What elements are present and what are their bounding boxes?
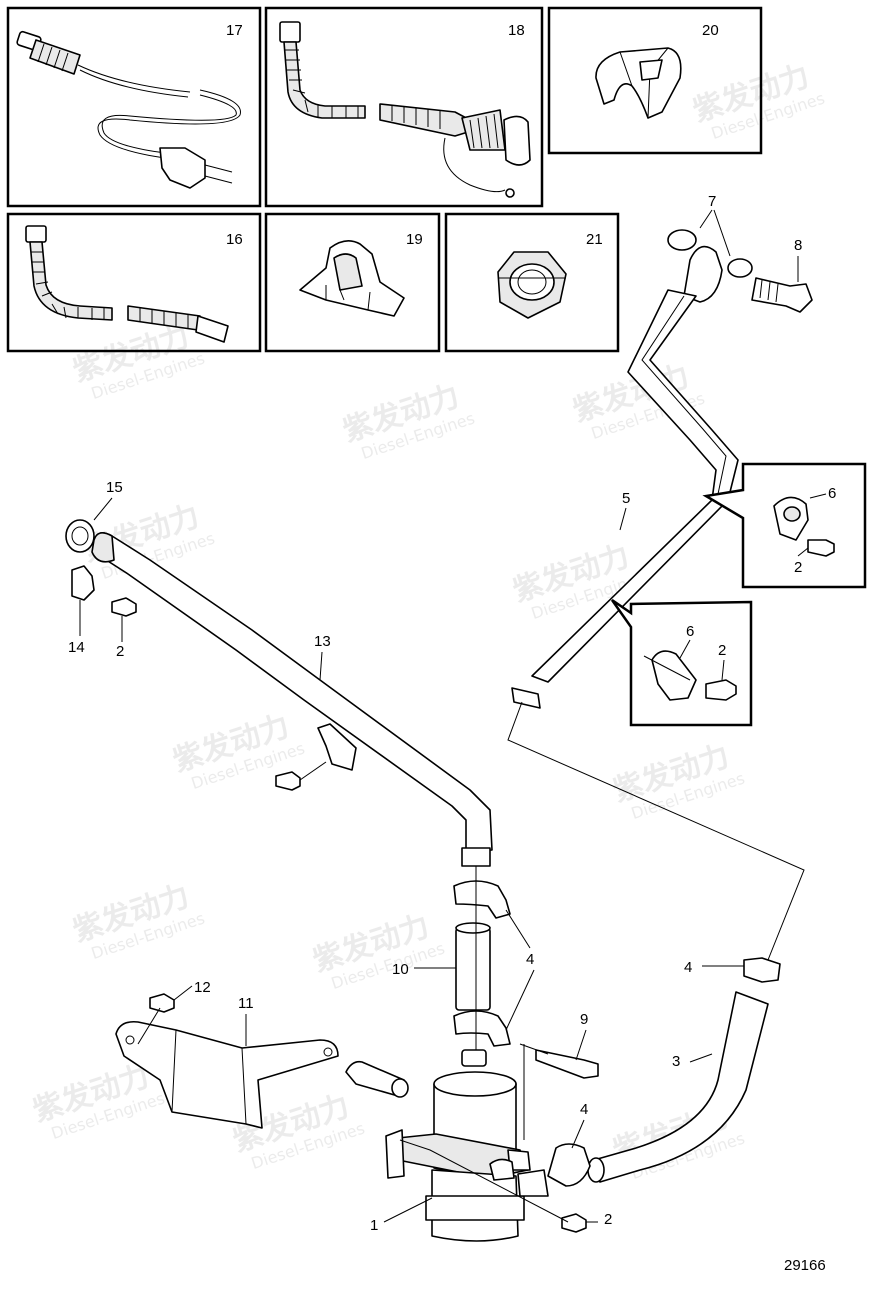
box-number: 16 bbox=[226, 231, 243, 248]
drawing-number: 29166 bbox=[784, 1257, 826, 1274]
callout-3: 3 bbox=[672, 1053, 680, 1070]
pipe-5-assembly bbox=[511, 229, 813, 709]
detail-popout-lower: 6 2 bbox=[610, 598, 753, 727]
detail-box-16: 16 bbox=[6, 212, 262, 353]
bracket-11 bbox=[115, 993, 339, 1129]
seal-ring-15 bbox=[65, 519, 95, 553]
callout-7: 7 bbox=[708, 193, 716, 210]
bolt-2 bbox=[561, 1213, 587, 1233]
detail-box-19: 19 bbox=[264, 212, 441, 353]
detail-box-20: 20 bbox=[547, 6, 763, 155]
bracket bbox=[317, 723, 357, 771]
seal-ring bbox=[667, 229, 697, 251]
callout-11: 11 bbox=[238, 995, 254, 1012]
right-lower-parts bbox=[519, 957, 781, 1233]
hose-3 bbox=[593, 991, 769, 1183]
bolt-9 bbox=[535, 1049, 599, 1079]
pipe-13 bbox=[93, 532, 493, 853]
detail-popout-upper: 6 2 bbox=[702, 462, 867, 589]
hose-clamp-4 bbox=[453, 880, 511, 919]
bracket-drawing bbox=[299, 240, 405, 317]
box-number: 20 bbox=[702, 22, 719, 39]
hose-clamp-4 bbox=[453, 1010, 511, 1047]
bolt-part-2 bbox=[807, 539, 835, 557]
hose-drawing bbox=[25, 225, 229, 343]
clamp-4 bbox=[547, 1143, 591, 1187]
callout-2: 2 bbox=[604, 1211, 612, 1228]
callout-13: 13 bbox=[314, 633, 331, 650]
callout-8: 8 bbox=[794, 237, 802, 254]
callout-4: 4 bbox=[580, 1101, 588, 1118]
bolt-2 bbox=[111, 597, 137, 617]
bolt bbox=[275, 771, 301, 791]
pipe-13-assembly bbox=[65, 519, 493, 867]
callout-10: 10 bbox=[392, 961, 409, 978]
pipe-end bbox=[511, 687, 541, 709]
callout-12: 12 bbox=[194, 979, 211, 996]
clip-drawing bbox=[595, 47, 682, 119]
detail-box-18: 18 bbox=[264, 6, 544, 208]
power-cord-drawing bbox=[16, 30, 241, 189]
bolt-12 bbox=[149, 993, 175, 1013]
callouts: 7 8 5 15 14 2 13 4 10 4 12 11 9 3 4 1 2 bbox=[68, 193, 802, 1234]
callout-2: 2 bbox=[718, 642, 726, 659]
banjo-bolt bbox=[751, 277, 813, 313]
clamp-4 bbox=[743, 957, 781, 983]
callout-6: 6 bbox=[828, 485, 836, 502]
callout-2: 2 bbox=[794, 559, 802, 576]
pipe-end bbox=[461, 847, 491, 867]
box-number: 18 bbox=[508, 22, 525, 39]
leader-connection bbox=[399, 1139, 569, 1223]
callout-15: 15 bbox=[106, 479, 123, 496]
box-number: 21 bbox=[586, 231, 603, 248]
clamp-part-6 bbox=[651, 650, 697, 701]
box-number: 19 bbox=[406, 231, 423, 248]
center-stack bbox=[345, 866, 549, 1242]
callout-1: 1 bbox=[370, 1217, 378, 1234]
detail-box-21: 21 bbox=[444, 212, 620, 353]
hose-10 bbox=[455, 927, 491, 1011]
nut-drawing bbox=[497, 251, 567, 319]
callout-5: 5 bbox=[622, 490, 630, 507]
callout-6: 6 bbox=[686, 623, 694, 640]
callout-9: 9 bbox=[580, 1011, 588, 1028]
bolt-part-2 bbox=[705, 679, 737, 701]
hose-grommet-drawing bbox=[279, 21, 531, 198]
pipe-5 bbox=[531, 289, 739, 683]
seal-ring bbox=[727, 258, 753, 278]
leader-connection bbox=[507, 701, 805, 961]
bracket-14 bbox=[71, 565, 95, 601]
detail-box-17: 17 bbox=[6, 6, 262, 208]
callout-4: 4 bbox=[684, 959, 692, 976]
box-number: 17 bbox=[226, 22, 243, 39]
callout-14: 14 bbox=[68, 639, 85, 656]
callout-2: 2 bbox=[116, 643, 124, 660]
banjo-fitting bbox=[683, 245, 723, 303]
callout-4: 4 bbox=[526, 951, 534, 968]
